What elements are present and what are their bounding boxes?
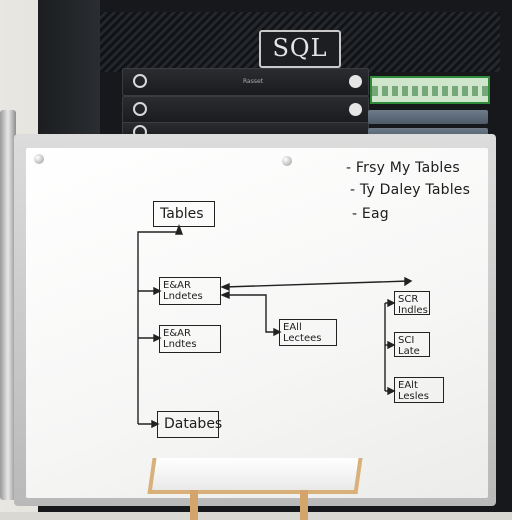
power-knob-icon[interactable] (133, 74, 147, 88)
box-line: Lectees (283, 333, 322, 344)
rack-unit-2 (122, 96, 369, 124)
sql-badge: SQL (259, 30, 341, 68)
databases-label: Databes (164, 416, 223, 432)
screw-icon (34, 154, 44, 164)
rack-side-panel (38, 0, 100, 140)
databases-box: Databes (157, 411, 223, 438)
whiteboard-surface (26, 148, 488, 498)
tables-box: Tables (153, 201, 215, 227)
easel-leg (300, 490, 308, 520)
left-upper-box: E&AR Lndetes (159, 277, 221, 305)
indicator-knob-icon[interactable] (349, 75, 362, 88)
connector-line (137, 228, 180, 254)
arrow-head-icon (220, 290, 230, 300)
right-bottom-box: EAlt Lesles (394, 377, 444, 403)
arrow-head-icon (273, 327, 282, 337)
box-line: Indles (398, 305, 428, 316)
right-mid-box: SCI Late (394, 332, 430, 357)
rack-unit-1: Rasset (122, 68, 369, 96)
box-line: E&AR (163, 280, 191, 291)
left-lower-box: E&AR Lndtes (159, 325, 221, 353)
arrow-head-icon (387, 298, 396, 308)
note-line-2: - Ty Daley Tables (350, 182, 471, 198)
box-line: Lndetes (163, 291, 203, 302)
arrow-head-icon (153, 286, 162, 296)
box-line: Late (398, 346, 420, 357)
arrow-head-icon (404, 276, 413, 287)
screw-icon (282, 156, 292, 166)
rack-drive-panel (368, 128, 488, 138)
arrow-head-icon (387, 340, 396, 350)
box-line: SCI (398, 335, 415, 346)
note-line-3: - Eag (352, 206, 389, 222)
power-knob-icon[interactable] (133, 102, 147, 116)
box-line: EAll (283, 322, 302, 333)
rack-unit-mid-label: Rasset (243, 78, 264, 85)
schema-connectors (137, 224, 413, 429)
box-line: Lesles (398, 391, 429, 402)
connector-line (224, 294, 278, 333)
box-line: Lndtes (163, 339, 197, 350)
arrow-head-icon (174, 224, 184, 235)
circuit-board (370, 76, 490, 104)
easel-tray (147, 458, 363, 494)
connector-line (223, 280, 410, 288)
box-line: EAlt (398, 380, 418, 391)
arrow-head-icon (151, 419, 160, 429)
box-line: SCR (398, 294, 419, 305)
middle-box: EAll Lectees (279, 319, 337, 346)
arrow-head-icon (387, 386, 396, 396)
note-line-1: - Frsy My Tables (346, 160, 460, 176)
right-top-box: SCR Indles (394, 291, 430, 316)
tables-label: Tables (160, 206, 204, 222)
box-line: E&AR (163, 328, 191, 339)
rack-drive-panel (368, 110, 488, 124)
easel-post (0, 110, 16, 500)
easel-leg (190, 490, 198, 520)
indicator-knob-icon[interactable] (349, 103, 362, 116)
arrow-head-icon (153, 333, 162, 343)
arrow-head-icon (220, 282, 230, 292)
